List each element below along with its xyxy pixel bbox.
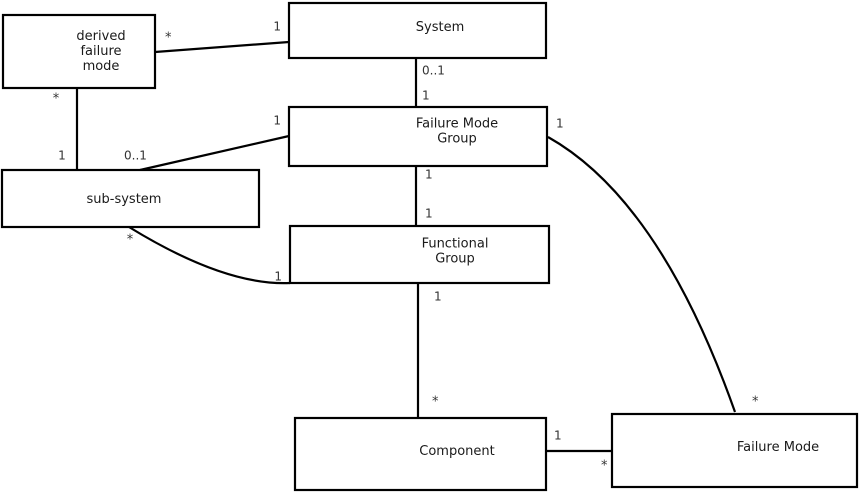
class-name-line: sub-system — [87, 192, 162, 207]
mult-subsystem-to-dfm-one: 1 — [58, 149, 66, 163]
association-failure-mode-group--failure-mode[interactable] — [547, 136, 737, 413]
class-box-rect-derived-failure-mode[interactable] — [1, 13, 157, 90]
association-sub-system--functional-group[interactable] — [128, 226, 291, 285]
mult-fm-to-component-star: * — [601, 459, 608, 474]
mult-fmg-to-fm-one: 1 — [556, 117, 564, 131]
class-name-line: Functional — [422, 236, 489, 251]
class-name-line: Group — [437, 131, 477, 146]
class-name-line: Component — [419, 444, 494, 459]
class-box-failure-mode[interactable]: Failure Mode — [610, 412, 859, 489]
mult-dfm-to-system-star: * — [165, 31, 172, 46]
class-box-rect-failure-mode[interactable] — [610, 412, 859, 489]
class-name-line: mode — [83, 59, 120, 74]
mult-fmg-to-subsystem-one: 1 — [273, 114, 281, 128]
class-name-failure-mode: Failure Mode — [737, 440, 819, 455]
class-name-line: System — [416, 20, 464, 35]
mult-component-to-fg-star: * — [432, 395, 439, 410]
mult-fg-to-fmg-one: 1 — [425, 207, 433, 221]
class-box-rect-component[interactable] — [293, 416, 548, 492]
mult-fmg-to-system-one: 1 — [422, 89, 430, 103]
multiplicity-labels-layer: * 1 * 1 0..1 1 0..1 1 1 1 * 1 1 * 1 * 1 * — [53, 20, 759, 474]
mult-subsystem-to-fg-star: * — [127, 233, 134, 248]
class-name-system: System — [416, 20, 464, 35]
class-name-line: derived — [76, 29, 125, 44]
mult-fm-to-fmg-star: * — [752, 395, 759, 410]
mult-subsystem-to-fmg-zeroone: 0..1 — [124, 149, 147, 163]
class-name-component: Component — [419, 444, 494, 459]
mult-system-to-fmg-zeroone: 0..1 — [422, 64, 445, 78]
class-name-sub-system: sub-system — [87, 192, 162, 207]
class-box-rect-system[interactable] — [287, 1, 548, 60]
class-box-rect-sub-system[interactable] — [0, 168, 261, 229]
mult-fmg-to-fg-one: 1 — [425, 168, 433, 182]
mult-component-to-fm-one: 1 — [554, 429, 562, 443]
mult-system-to-dfm-one: 1 — [273, 20, 281, 34]
connectors-layer — [75, 40, 737, 453]
class-box-component[interactable]: Component — [293, 416, 548, 492]
class-name-line: Failure Mode — [737, 440, 819, 455]
mult-dfm-to-subsystem-star: * — [53, 92, 60, 107]
class-name-line: Failure Mode — [416, 116, 498, 131]
class-name-line: Group — [435, 251, 475, 266]
mult-fg-to-component-one: 1 — [434, 290, 442, 304]
class-box-sub-system[interactable]: sub-system — [0, 168, 261, 229]
association-derived-failure-mode--system[interactable] — [154, 40, 290, 54]
class-name-line: failure — [80, 44, 121, 59]
class-box-rect-functional-group[interactable] — [288, 224, 551, 285]
association-sub-system--failure-mode-group[interactable] — [139, 134, 290, 172]
class-box-system[interactable]: System — [287, 1, 548, 60]
class-box-rect-failure-mode-group[interactable] — [287, 105, 549, 168]
mult-fg-to-subsystem-one: 1 — [274, 270, 282, 284]
